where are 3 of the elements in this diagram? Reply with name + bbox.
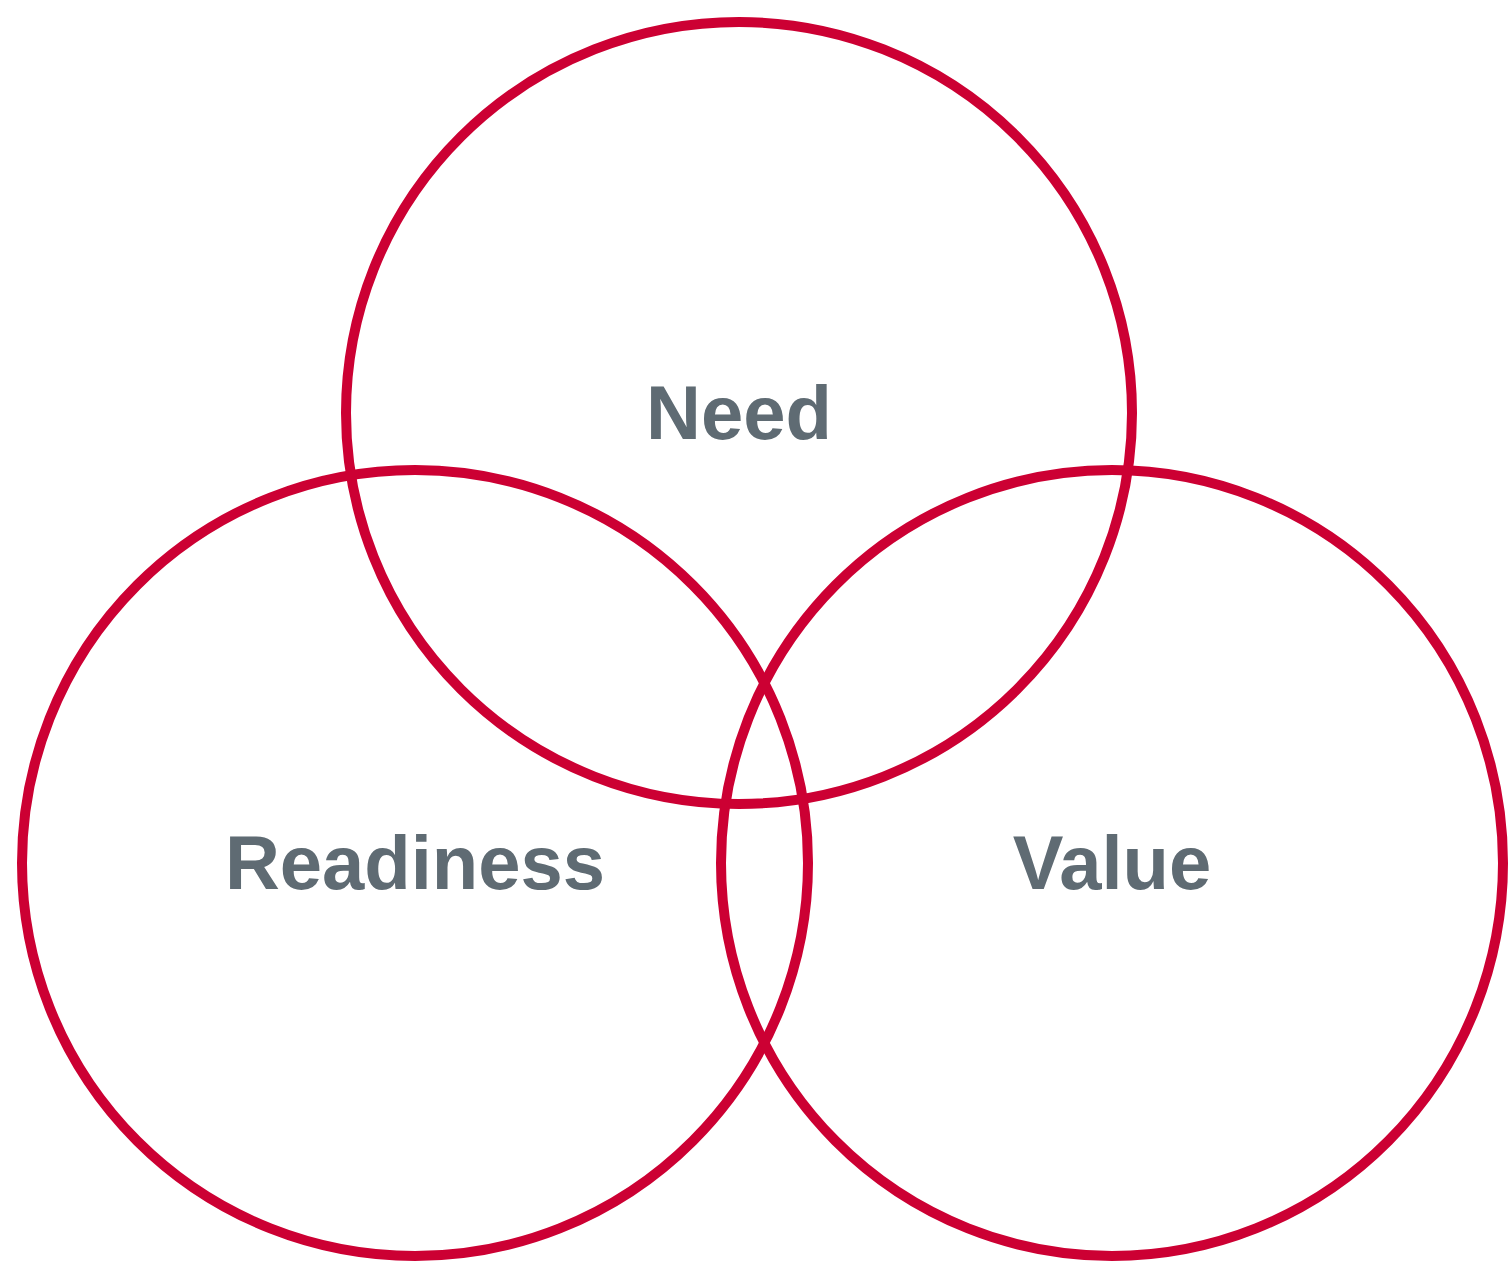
- circle-label: Readiness: [224, 825, 606, 901]
- circle-label: Need: [646, 375, 832, 451]
- circle-label: Value: [1012, 825, 1212, 901]
